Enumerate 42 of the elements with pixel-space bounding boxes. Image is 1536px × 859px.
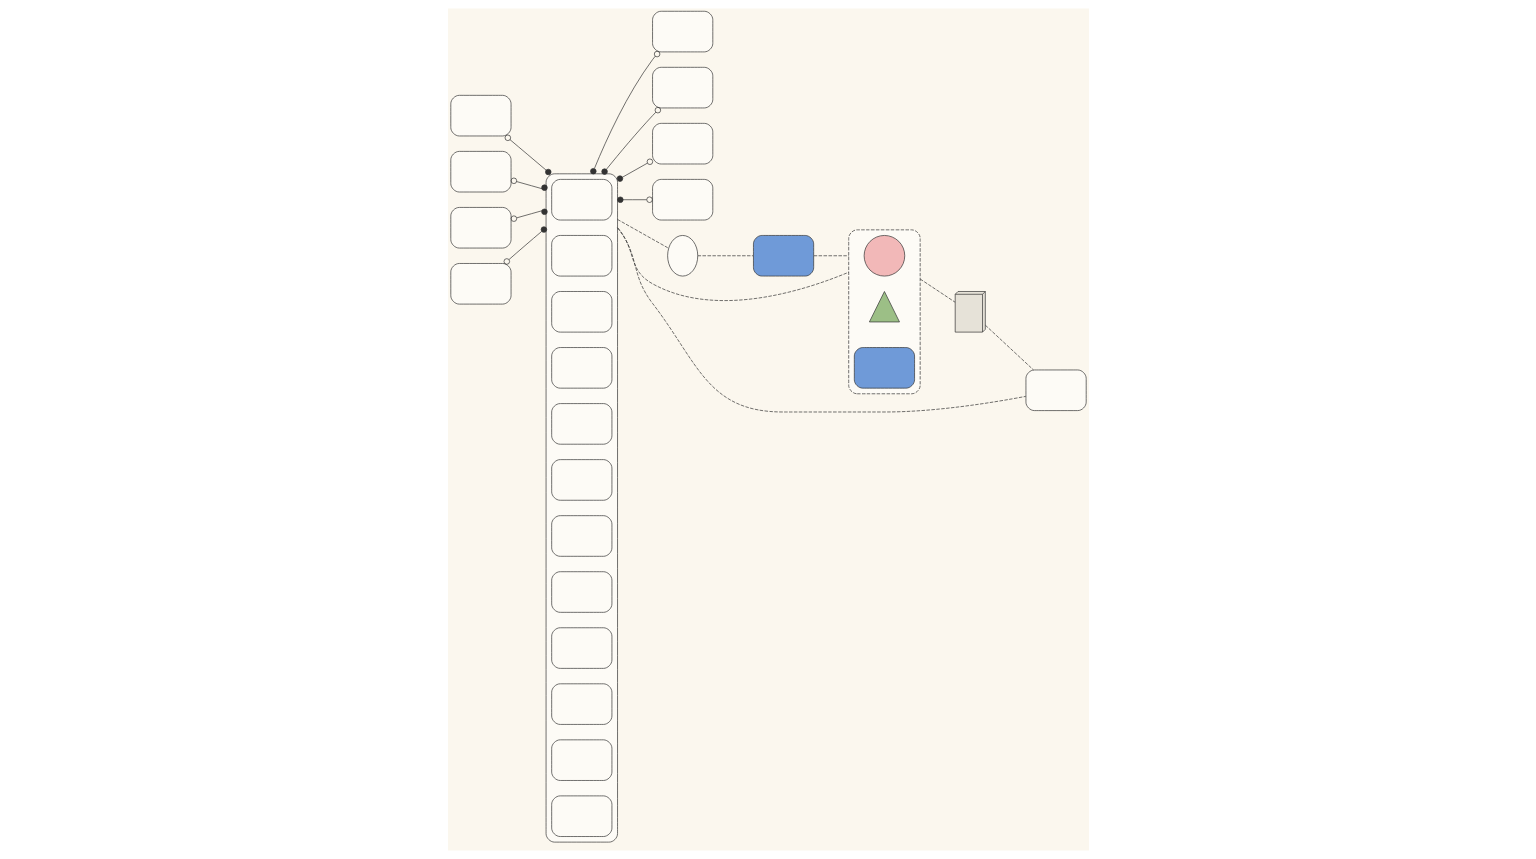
node-box xyxy=(550,795,612,837)
connector xyxy=(984,324,1034,371)
node-box xyxy=(550,627,612,669)
node-box xyxy=(550,683,612,725)
connector xyxy=(813,255,849,257)
node-box xyxy=(550,739,612,781)
node-box xyxy=(449,151,511,193)
connector xyxy=(616,158,653,182)
node-box xyxy=(550,235,612,277)
connector xyxy=(616,219,669,249)
node-box xyxy=(853,347,915,389)
connector xyxy=(504,134,551,176)
node-box xyxy=(449,95,511,137)
node-circle xyxy=(863,235,905,277)
node-box xyxy=(651,66,713,109)
node-box xyxy=(1025,369,1087,411)
connector xyxy=(616,227,1026,413)
connector xyxy=(600,107,661,175)
node-box xyxy=(550,347,612,389)
node-box xyxy=(550,179,612,221)
node-box xyxy=(651,123,713,165)
connector xyxy=(503,226,547,265)
connector xyxy=(510,177,548,191)
connector xyxy=(510,208,548,222)
node-box xyxy=(550,515,612,557)
node-box xyxy=(651,179,713,221)
node-cloud xyxy=(666,235,698,277)
node-triangle xyxy=(868,291,900,323)
node-box xyxy=(449,263,511,305)
connector xyxy=(919,278,955,303)
node-box xyxy=(550,571,612,613)
connector xyxy=(697,255,754,257)
node-box xyxy=(752,235,814,277)
node-box xyxy=(651,10,713,53)
cluster xyxy=(847,229,920,395)
node-box xyxy=(550,291,612,333)
connector xyxy=(616,196,653,203)
cluster xyxy=(545,173,618,843)
node-box xyxy=(449,207,511,249)
connector xyxy=(589,50,660,175)
node-box xyxy=(550,403,612,445)
node-box xyxy=(550,459,612,501)
